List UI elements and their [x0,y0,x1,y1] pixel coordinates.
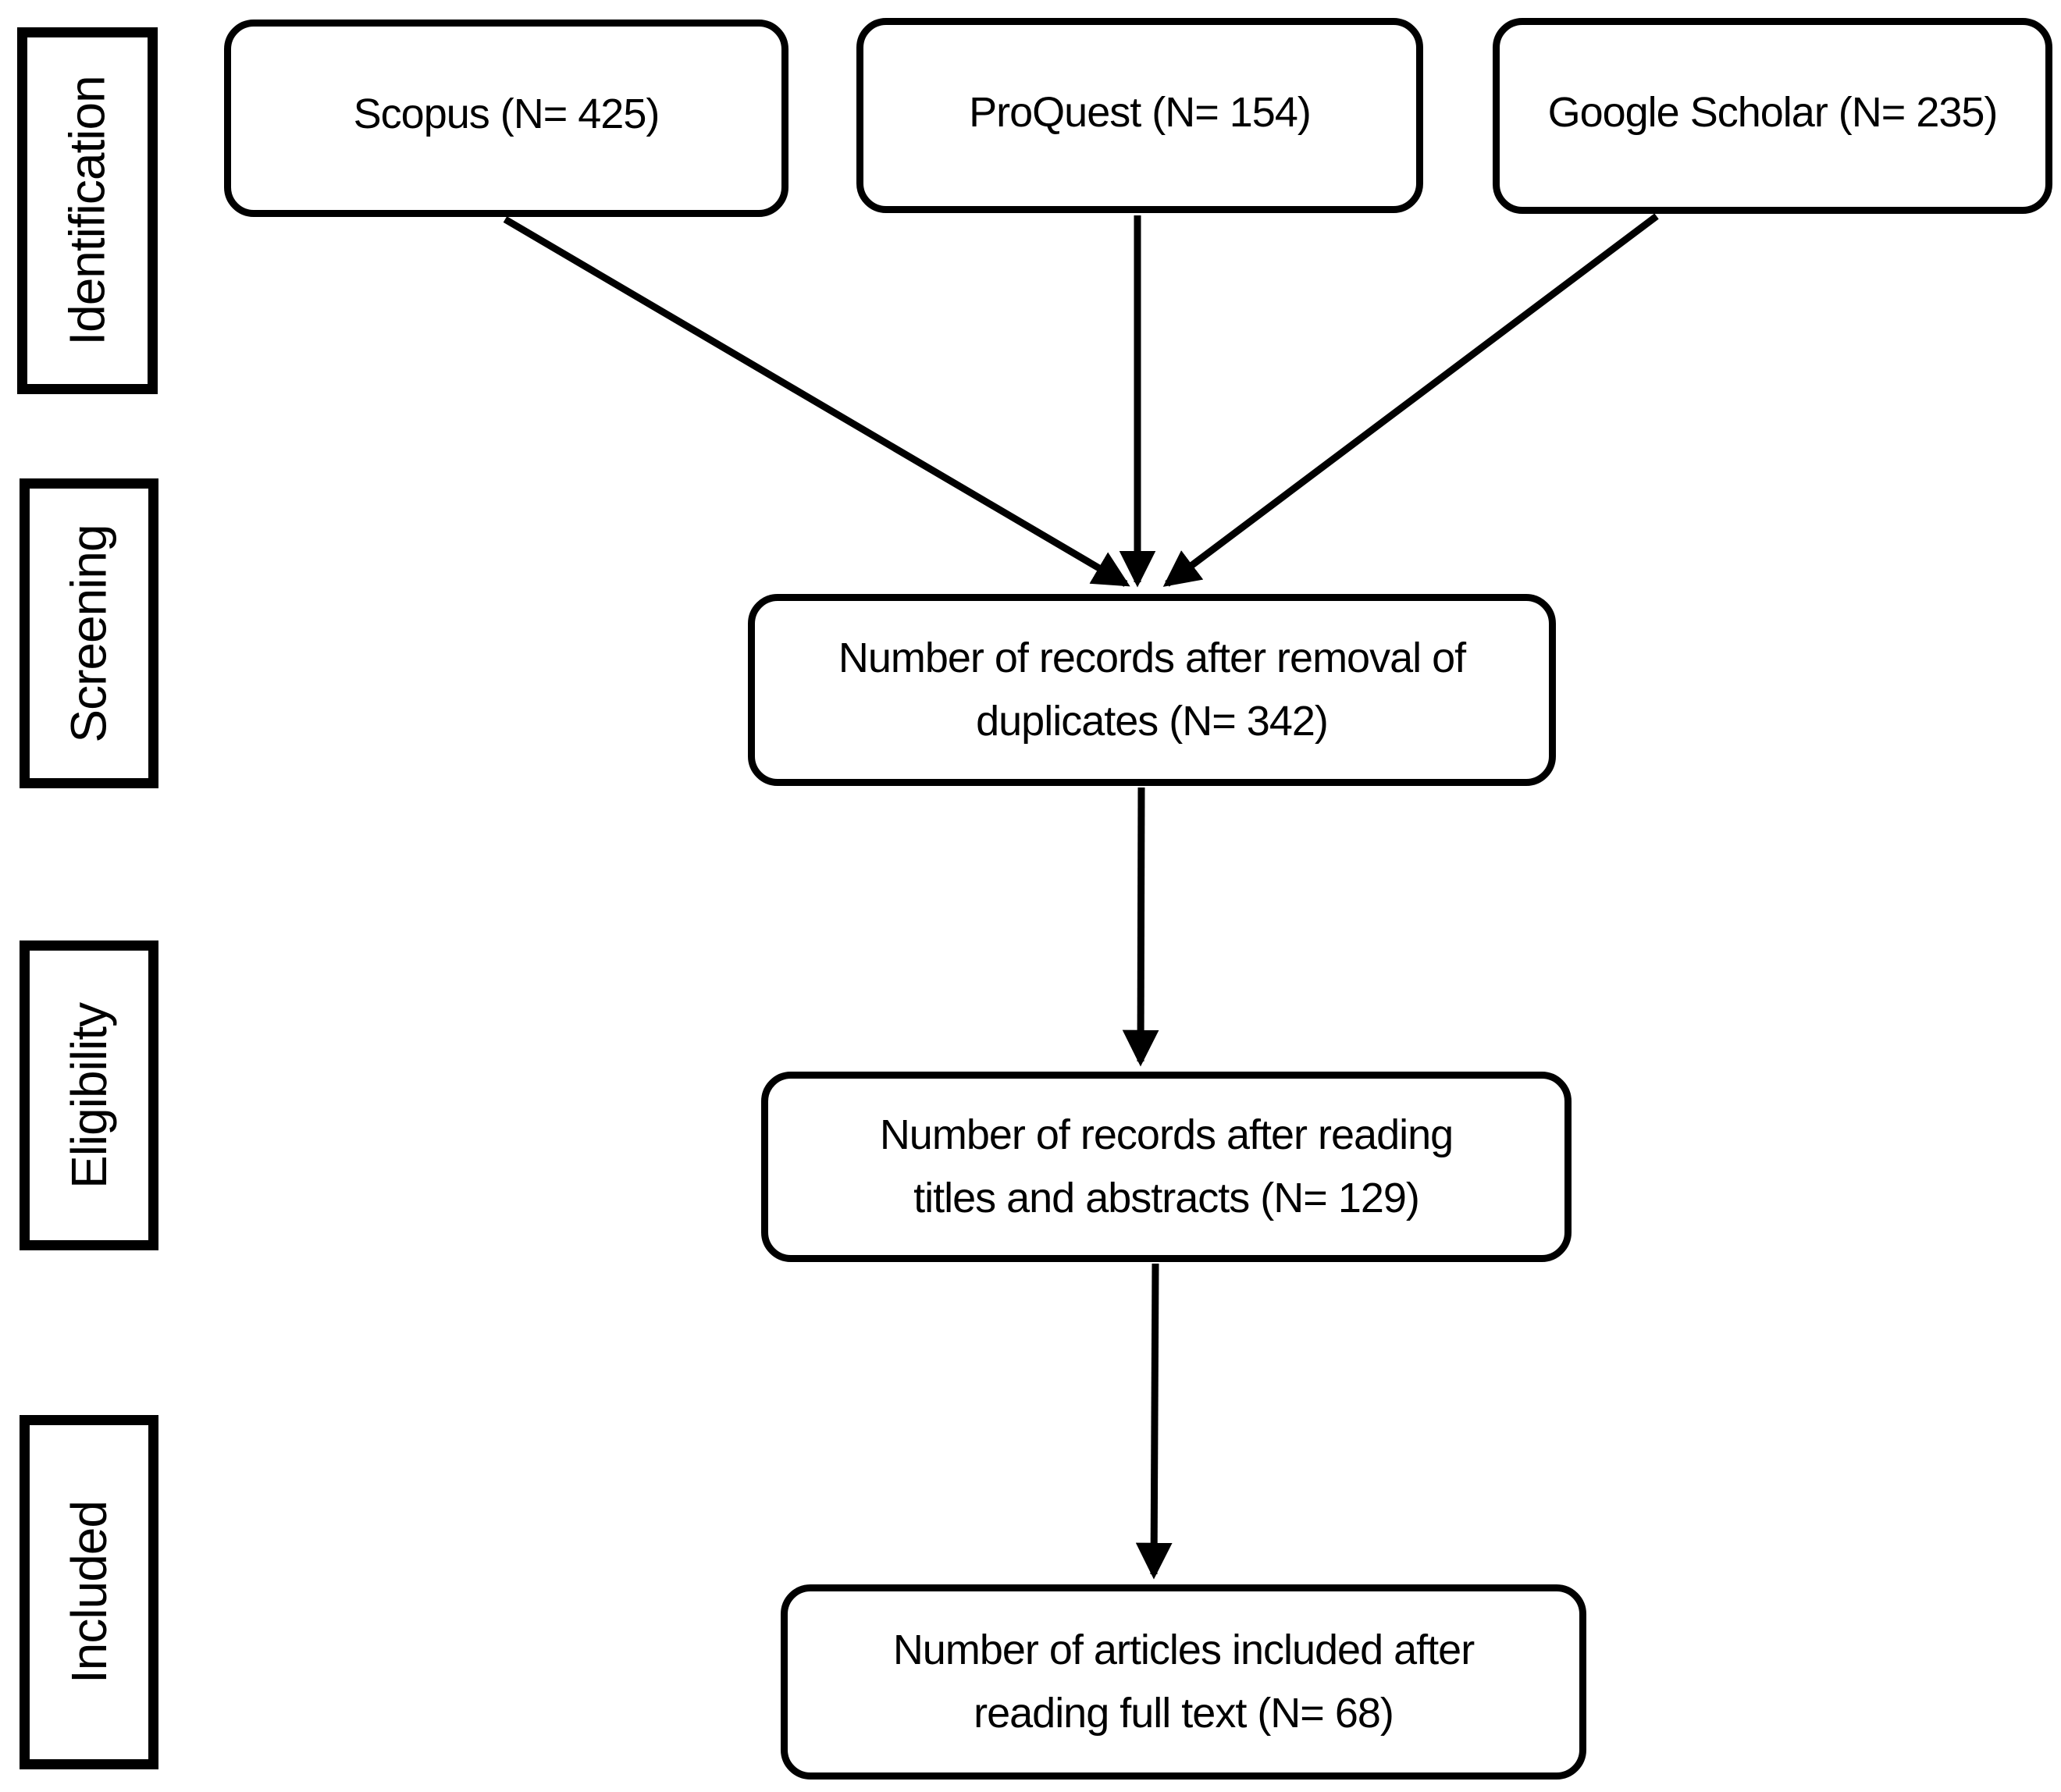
stage-box-identification: Identification [17,27,158,394]
source-node-scopus: Scopus (N= 425) [224,20,788,217]
step-fulltext-line2: reading full text (N= 68) [974,1690,1394,1737]
stage-label-screening: Screening [61,524,117,743]
stage-box-included: Included [20,1415,158,1769]
step-titles-line2: titles and abstracts (N= 129) [913,1175,1420,1221]
step-node-fulltext-included: Number of articles included after readin… [781,1584,1586,1780]
source-label-scopus: Scopus (N= 425) [353,91,660,137]
arrow-scopus-to-duplicates [503,216,1130,587]
step-duplicates-line1: Number of records after removal of [838,635,1466,681]
arrow-google-scholar-to-duplicates [1162,213,1659,587]
stage-label-eligibility: Eligibility [61,1002,117,1189]
stage-box-eligibility: Eligibility [20,940,158,1250]
source-node-google-scholar: Google Scholar (N= 235) [1493,18,2052,214]
stage-label-included: Included [61,1501,117,1684]
arrow-titles-to-fulltext [1135,1263,1173,1580]
step-node-duplicates-removed: Number of records after removal of dupli… [748,594,1556,786]
stage-label-identification: Identification [59,76,116,346]
source-label-google-scholar: Google Scholar (N= 235) [1547,89,1999,136]
source-label-proquest: ProQuest (N= 154) [969,89,1312,136]
source-node-proquest: ProQuest (N= 154) [856,18,1423,213]
step-titles-line1: Number of records after reading [879,1111,1454,1158]
step-duplicates-line2: duplicates (N= 342) [976,698,1329,745]
stage-box-screening: Screening [20,478,158,788]
step-node-titles-abstracts: Number of records after reading titles a… [761,1072,1572,1262]
step-fulltext-line1: Number of articles included after [892,1627,1475,1673]
